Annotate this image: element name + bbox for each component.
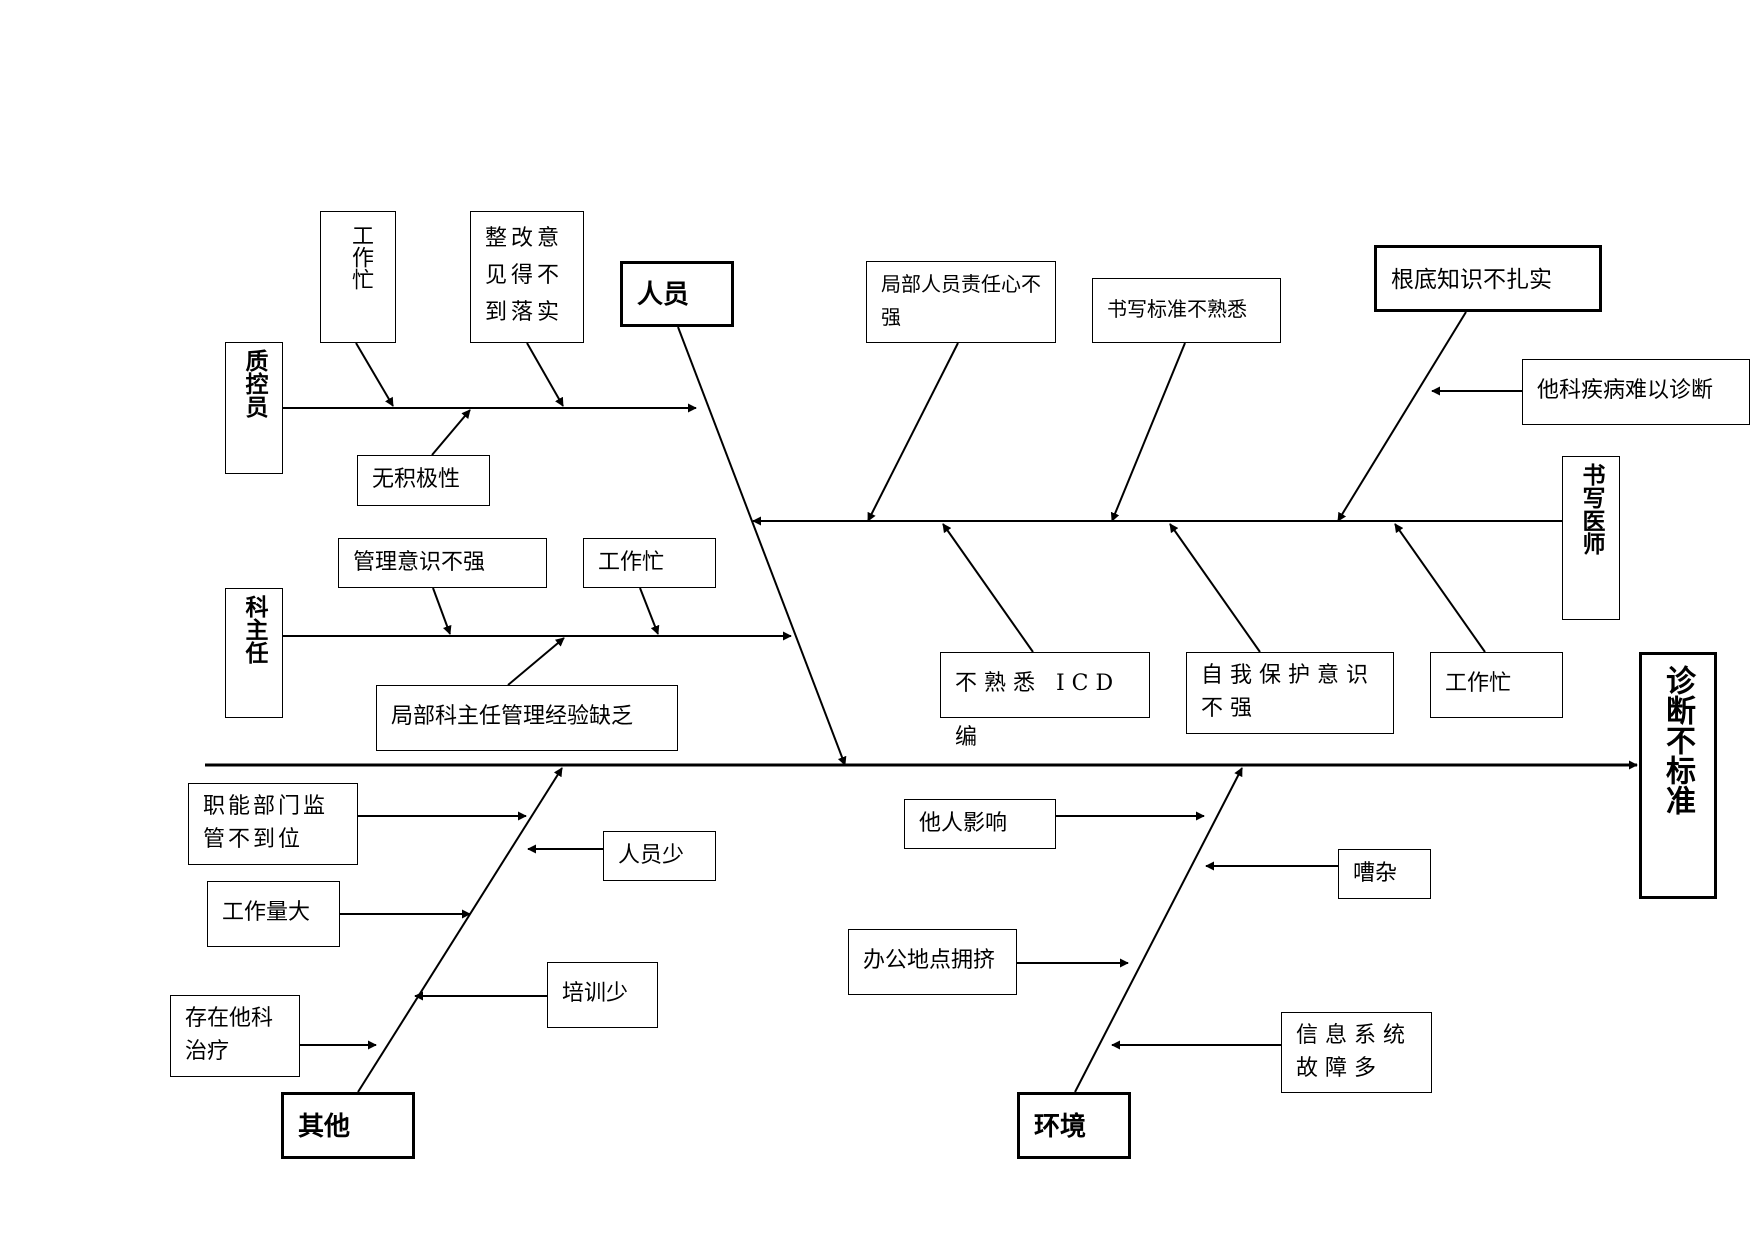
arrow-dir-busy xyxy=(639,587,660,635)
cause-oth-training: 培训少 xyxy=(547,962,658,1028)
category-personnel: 人员 xyxy=(620,261,734,327)
arrow-qc-rectify xyxy=(526,342,564,407)
cause-dir-busy: 工作忙 xyxy=(583,538,716,588)
bone-personnel xyxy=(677,326,847,766)
category-other: 其他 xyxy=(281,1092,415,1159)
arrow-doc-basics xyxy=(1337,311,1467,522)
category-director: 科主任 xyxy=(225,588,283,718)
cause-qc-busy: 工作忙 xyxy=(320,211,396,343)
cause-oth-supervision: 职能部门监管不到位 xyxy=(188,783,358,865)
arrow-qc-busy xyxy=(355,342,394,407)
cause-env-crowded: 办公地点拥挤 xyxy=(848,929,1017,995)
bone-environment xyxy=(1074,767,1243,1093)
cause-oth-understaffed: 人员少 xyxy=(603,831,716,881)
cause-dir-experience: 局部科主任管理经验缺乏 xyxy=(376,685,678,751)
cause-oth-other-treatment: 存在他科治疗 xyxy=(170,995,300,1077)
cause-env-noise: 嘈杂 xyxy=(1338,849,1431,899)
cause-qc-passive: 无积极性 xyxy=(357,455,490,506)
category-qc: 质控员 xyxy=(225,342,283,474)
category-environment: 环境 xyxy=(1017,1092,1131,1159)
bone-other xyxy=(357,767,563,1093)
arrow-doc-responsibility xyxy=(867,342,959,522)
cause-doc-other-dept: 他科疾病难以诊断 xyxy=(1522,359,1750,425)
arrow-dir-awareness xyxy=(432,587,452,635)
arrow-doc-standard xyxy=(1110,342,1186,522)
arrow-doc-icd xyxy=(942,523,1034,653)
effect-box: 诊断不标准 xyxy=(1639,652,1717,899)
cause-doc-icd: 不熟悉 ICD 编 xyxy=(940,652,1150,750)
cause-doc-responsibility: 局部人员责任心不强 xyxy=(866,261,1056,343)
cause-doc-standard: 书写标准不熟悉 xyxy=(1092,278,1281,343)
arrow-qc-passive xyxy=(431,409,471,456)
category-doctor: 书写医师 xyxy=(1562,456,1620,620)
cause-env-influence: 他人影响 xyxy=(904,799,1056,849)
arrow-doc-busy xyxy=(1394,523,1486,653)
arrow-dir-experience xyxy=(507,637,565,686)
cause-doc-selfprotect: 自我保护意识不强 xyxy=(1186,652,1394,734)
arrow-doc-selfprotect xyxy=(1169,523,1261,653)
cause-doc-busy: 工作忙 xyxy=(1430,652,1563,718)
cause-doc-basics: 根底知识不扎实 xyxy=(1374,245,1602,312)
cause-oth-workload: 工作量大 xyxy=(207,881,340,947)
cause-env-it: 信息系统故障多 xyxy=(1281,1012,1432,1093)
cause-qc-rectify: 整改意见得不到落实 xyxy=(470,211,584,343)
cause-dir-awareness: 管理意识不强 xyxy=(338,538,547,588)
